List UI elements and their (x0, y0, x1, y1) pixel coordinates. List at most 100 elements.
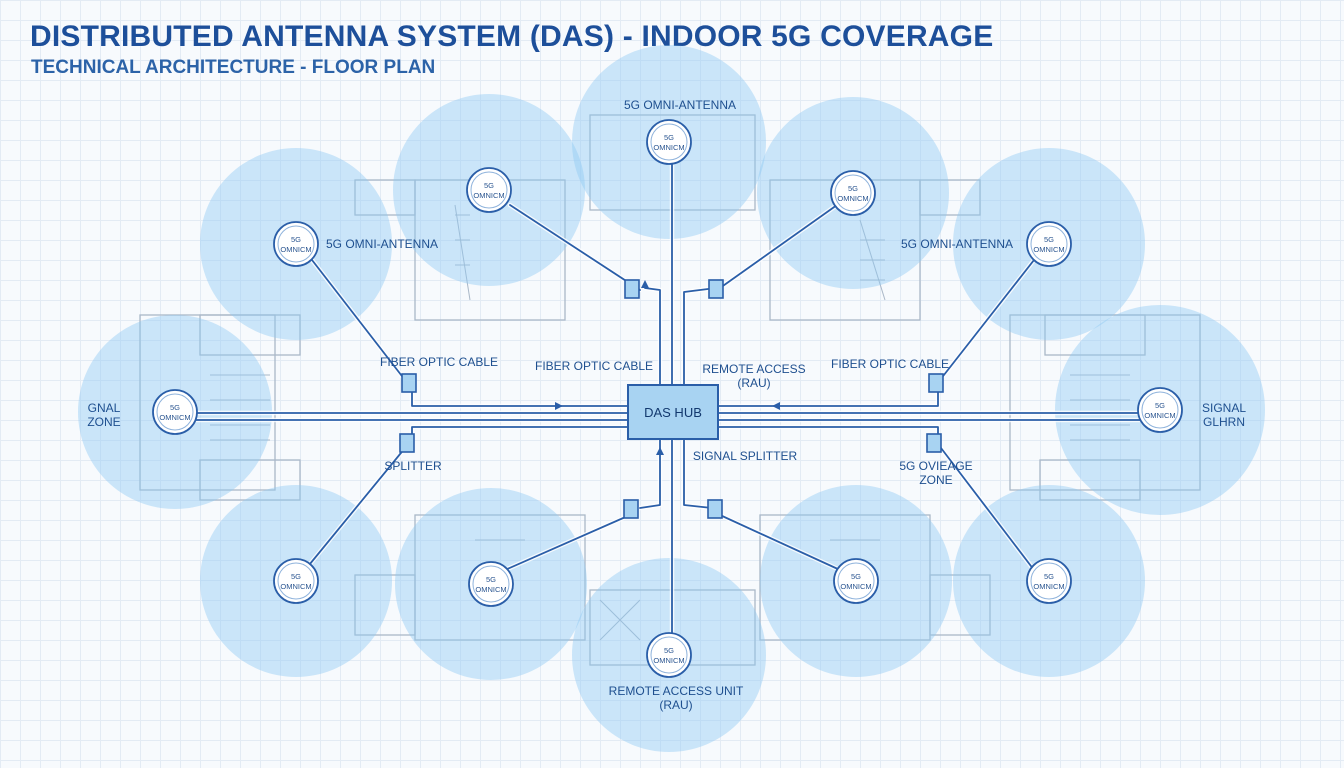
antenna-outer-ring (646, 119, 692, 165)
label-coverage-zone: ZONE (919, 473, 952, 487)
fiber-optic-cable (644, 287, 661, 386)
antenna-label-line2: OMNICM (1033, 582, 1064, 591)
antenna-inner-ring (650, 123, 688, 161)
fiber-optic-cable (411, 385, 629, 407)
floor-plan-room (929, 574, 991, 636)
splitter-box[interactable] (399, 433, 415, 453)
antenna-inner-ring (472, 565, 510, 603)
fiber-optic-cable (639, 439, 661, 509)
fiber-cable-halo (715, 424, 941, 443)
antenna-label-line1: 5G (1044, 235, 1054, 244)
diagram-subtitle: TECHNICAL ARCHITECTURE - FLOOR PLAN (31, 57, 436, 78)
antenna-label-line2: OMNICM (653, 656, 684, 665)
antenna-label-line1: 5G (484, 181, 494, 190)
floor-plan-line (599, 599, 641, 641)
antenna-outer-ring (1026, 221, 1072, 267)
antenna-outer-ring (152, 389, 198, 435)
fiber-optic-cable (311, 259, 406, 381)
fiber-optic-cable (683, 287, 717, 386)
splitter-box[interactable] (401, 373, 417, 393)
floor-plan-room (354, 179, 416, 216)
fiber-optic-cable (940, 447, 1035, 571)
label-signal-right: SIGNAL (1202, 401, 1246, 415)
antenna-label-line2: OMNICM (653, 143, 684, 152)
antenna-label-line1: 5G (291, 572, 301, 581)
fiber-cable-halo (409, 383, 631, 409)
antenna-inner-ring (834, 174, 872, 212)
antenna-inner-ring (1141, 391, 1179, 429)
splitters-layer (399, 279, 944, 519)
splitter-box[interactable] (708, 279, 724, 299)
fiber-optic-cable (939, 259, 1035, 381)
splitter-box[interactable] (707, 499, 723, 519)
label-splitter-left: SPLITTER (384, 459, 442, 473)
antenna-label-line2: OMNICM (280, 245, 311, 254)
antenna-label-line2: OMNICM (280, 582, 311, 591)
antenna-label-line2: OMNICM (473, 191, 504, 200)
flow-arrow (656, 447, 664, 455)
label-top-antenna: 5G OMNI-ANTENNA (624, 98, 736, 112)
antenna-label-line1: 5G (1044, 572, 1054, 581)
fiber-cable-halo (409, 424, 631, 443)
fiber-cable-halo (637, 437, 663, 511)
label-coverage-zone: 5G OVIEAGE (899, 459, 972, 473)
splitter-box[interactable] (928, 373, 944, 393)
antenna-label-line1: 5G (486, 575, 496, 584)
antenna-label-line1: 5G (848, 184, 858, 193)
das-hub-label: DAS HUB (644, 405, 702, 420)
antennas-layer: 5GOMNICM5GOMNICM5GOMNICM5GOMNICM5GOMNICM… (152, 119, 1183, 678)
das-hub-box[interactable] (627, 384, 719, 440)
splitter-box[interactable] (926, 433, 942, 453)
antenna-inner-ring (650, 636, 688, 674)
antenna-label-line1: 5G (291, 235, 301, 244)
fiber-optic-cable (683, 439, 713, 509)
antenna-outer-ring (833, 558, 879, 604)
label-rau-bottom: REMOTE ACCESS UNIT (609, 684, 744, 698)
floor-plan-room (354, 574, 416, 636)
antenna-inner-ring (277, 562, 315, 600)
antenna-outer-ring (1137, 387, 1183, 433)
antenna-outer-ring (273, 558, 319, 604)
antenna-inner-ring (156, 393, 194, 431)
fiber-optic-cable (719, 204, 838, 289)
antenna-outer-ring (830, 170, 876, 216)
antenna-label-line1: 5G (1155, 401, 1165, 410)
flow-arrow (641, 280, 649, 288)
antenna-outer-ring (466, 167, 512, 213)
flow-arrow (555, 402, 563, 410)
antenna-inner-ring (470, 171, 508, 209)
fiber-optic-cable (719, 514, 841, 571)
antenna-label-line2: OMNICM (1033, 245, 1064, 254)
antenna-inner-ring (837, 562, 875, 600)
label-fiber-right: FIBER OPTIC CABLE (831, 357, 949, 371)
floor-plan-room (199, 314, 301, 356)
das-hub[interactable]: DAS HUB (627, 384, 719, 440)
fiber-optic-cable (504, 514, 631, 571)
splitter-box[interactable] (624, 279, 640, 299)
antenna-label-line2: OMNICM (1144, 411, 1175, 420)
fiber-optic-cable (304, 447, 406, 571)
antenna-label-line1: 5G (664, 133, 674, 142)
antenna-outer-ring (468, 561, 514, 607)
label-rau-top: (RAU) (737, 376, 770, 390)
label-rau-bottom: (RAU) (659, 698, 692, 712)
label-zone-left: ZONE (87, 415, 120, 429)
floor-plan-room (1044, 314, 1146, 356)
antenna-label-line2: OMNICM (475, 585, 506, 594)
floor-plan-line (454, 204, 471, 301)
antenna-inner-ring (277, 225, 315, 263)
splitter-box[interactable] (623, 499, 639, 519)
